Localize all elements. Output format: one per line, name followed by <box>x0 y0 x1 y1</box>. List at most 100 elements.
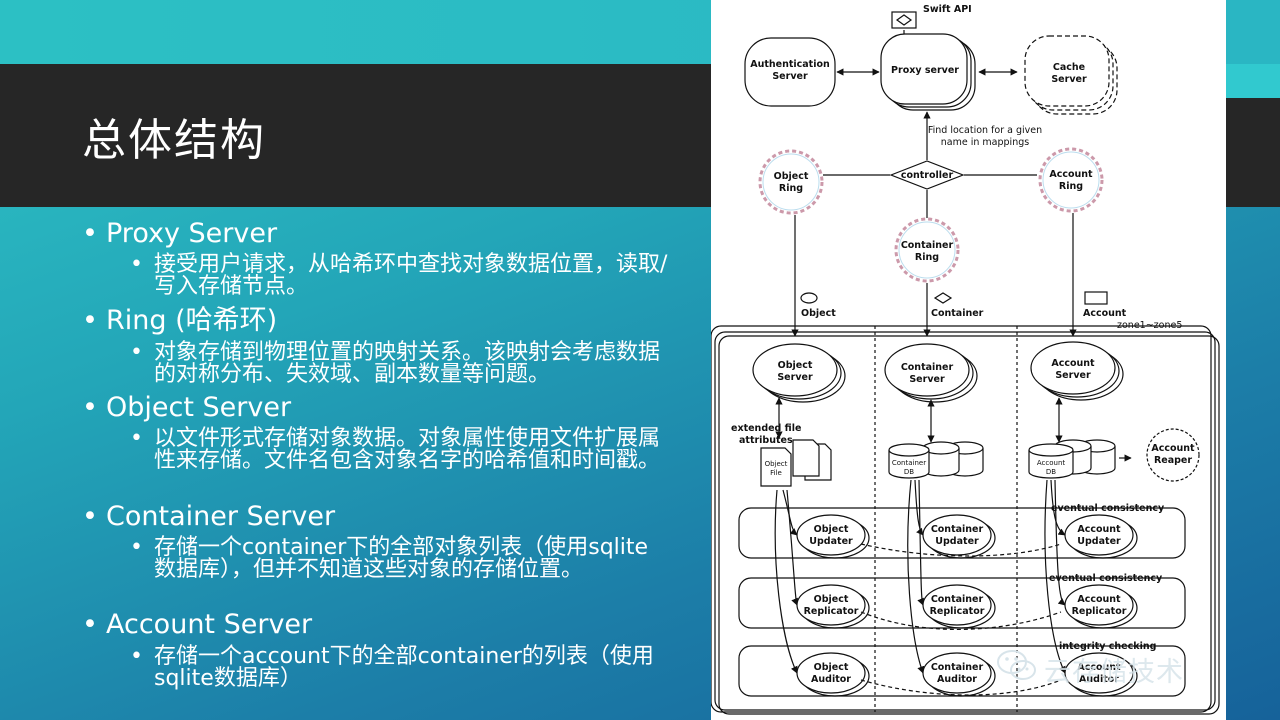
object-type-label: Object <box>801 308 836 319</box>
swift-api-label: Swift API <box>923 4 972 15</box>
account-ring-label-2: Ring <box>1059 181 1083 192</box>
account-replicator-label-2: Replicator <box>1072 606 1127 617</box>
slide-title: 总体结构 <box>82 115 266 166</box>
account-db-icon <box>1028 450 1074 479</box>
bullet-detail: 存储一个container下的全部对象列表（使用sqlite数据库），但并不知道… <box>154 535 649 582</box>
account-replicator-node <box>1064 584 1134 626</box>
container-ring-label-2: Ring <box>915 252 939 263</box>
cache-server-node <box>1024 35 1110 107</box>
account-ring-label-1: Account <box>1049 169 1093 180</box>
integrity-checking-label: integrity checking <box>1059 641 1156 652</box>
swift-architecture-diagram: Swift API Authentication Server Proxy se… <box>711 0 1226 720</box>
swift-api-icon <box>891 11 917 29</box>
diamond-icon <box>895 14 913 26</box>
container-replicator-label-2: Replicator <box>930 606 985 617</box>
find-location-label-1: Find location for a given <box>928 125 1042 136</box>
bullet-heading: Proxy Server <box>106 218 278 249</box>
extended-attributes-label-1: extended file <box>731 423 801 434</box>
bullet-detail: 以文件形式存储对象数据。对象属性使用文件扩展属性来存储。文件名包含对象名字的哈希… <box>154 426 661 473</box>
container-auditor-node <box>922 652 992 694</box>
sub-bullet-object-server: •以文件形式存储对象数据。对象属性使用文件扩展属性来存储。文件名包含对象名字的哈… <box>130 428 670 472</box>
object-server-node <box>752 343 838 397</box>
container-ring-node <box>894 217 960 283</box>
watermark: 云存储技术 <box>996 646 1246 688</box>
bullet-heading: Container Server <box>106 501 336 532</box>
bullet-detail: 存储一个account下的全部container的列表（使用sqlite数据库） <box>154 644 654 691</box>
object-replicator-label-1: Object <box>814 594 849 605</box>
account-db-label-2: DB <box>1046 468 1056 476</box>
object-server-label-2: Server <box>777 372 813 383</box>
account-ring-node <box>1038 147 1104 213</box>
right-accent-block <box>1226 64 1280 98</box>
container-server-label-1: Container <box>901 362 954 373</box>
container-updater-label-2: Updater <box>935 536 979 547</box>
authentication-server-label-2: Server <box>772 71 808 82</box>
sub-bullet-ring: •对象存储到物理位置的映射关系。该映射会考虑数据的对称分布、失效域、副本数量等问… <box>130 342 670 386</box>
object-auditor-node <box>796 652 866 694</box>
account-auditor-label-1: Account <box>1077 662 1121 673</box>
container-updater-label-1: Container <box>931 524 984 535</box>
object-updater-label-2: Updater <box>809 536 853 547</box>
object-ring-node <box>758 149 824 215</box>
sub-bullet-container-server: •存储一个container下的全部对象列表（使用sqlite数据库），但并不知… <box>130 537 670 581</box>
zone-container <box>711 325 1212 713</box>
container-updater-node <box>922 514 992 556</box>
account-server-label-2: Server <box>1055 370 1091 381</box>
account-server-label-1: Account <box>1051 358 1095 369</box>
object-server-label-1: Object <box>778 360 813 371</box>
object-replicator-label-2: Replicator <box>804 606 859 617</box>
object-file-label-2: File <box>770 469 782 477</box>
account-reaper-label-2: Reaper <box>1154 455 1192 466</box>
object-updater-label-1: Object <box>814 524 849 535</box>
container-db-label-1: Container <box>892 459 926 467</box>
bullet-heading: Object Server <box>106 392 292 423</box>
object-updater-node <box>796 514 866 556</box>
object-auditor-label-2: Auditor <box>811 674 851 685</box>
cache-server-label-2: Server <box>1051 74 1087 85</box>
account-reaper-node <box>1146 428 1200 482</box>
find-location-label-2: name in mappings <box>941 137 1029 148</box>
container-type-label: Container <box>931 308 984 319</box>
account-type-label: Account <box>1083 308 1127 319</box>
bullet-detail: 接受用户请求，从哈希环中查找对象数据位置，读取/写入存储节点。 <box>154 252 668 299</box>
diagram-canvas: Swift API Authentication Server Proxy se… <box>711 4 1220 715</box>
object-replicator-node <box>796 584 866 626</box>
cache-server-label-1: Cache <box>1053 62 1085 73</box>
container-replicator-label-1: Container <box>931 594 984 605</box>
sub-bullet-account-server: •存储一个account下的全部container的列表（使用sqlite数据库… <box>130 646 670 690</box>
watermark-text: 云存储技术 <box>1044 657 1184 688</box>
container-ring-label-1: Container <box>901 240 954 251</box>
account-updater-node <box>1064 514 1134 556</box>
account-db-label-1: Account <box>1037 459 1066 467</box>
account-updater-label-1: Account <box>1077 524 1121 535</box>
account-server-node <box>1030 341 1116 395</box>
account-updater-label-2: Updater <box>1077 536 1121 547</box>
container-db-label-2: DB <box>904 468 914 476</box>
container-auditor-label-2: Auditor <box>937 674 977 685</box>
object-type-icon <box>800 292 818 304</box>
wechat-logo-icon <box>997 650 1036 680</box>
bullet-heading: Ring (哈希环) <box>106 305 278 336</box>
authentication-server-label-1: Authentication <box>750 59 830 70</box>
eventual-consistency-label-1: eventual consistency <box>1051 503 1165 514</box>
bullet-detail: 对象存储到物理位置的映射关系。该映射会考虑数据的对称分布、失效域、副本数量等问题… <box>154 340 661 387</box>
account-replicator-label-1: Account <box>1077 594 1121 605</box>
object-file-label-1: Object <box>765 460 788 468</box>
eventual-consistency-label-2: eventual consistency <box>1049 573 1163 584</box>
proxy-server-label: Proxy server <box>891 65 959 76</box>
proxy-server-node <box>880 33 968 105</box>
authentication-server-node <box>744 37 836 107</box>
object-file-icon <box>760 447 792 487</box>
controller-node <box>889 160 965 190</box>
container-server-node <box>884 343 970 397</box>
account-auditor-label-2: Auditor <box>1079 674 1119 685</box>
controller-label: controller <box>901 170 954 181</box>
zone-label: zone1~zone5 <box>1117 320 1182 331</box>
container-auditor-label-1: Container <box>931 662 984 673</box>
container-server-label-2: Server <box>909 374 945 385</box>
object-ring-label-2: Ring <box>779 183 803 194</box>
account-reaper-label-1: Account <box>1151 443 1195 454</box>
account-type-icon <box>1084 291 1108 305</box>
bullet-heading: Account Server <box>106 609 313 640</box>
container-type-icon <box>933 292 953 304</box>
